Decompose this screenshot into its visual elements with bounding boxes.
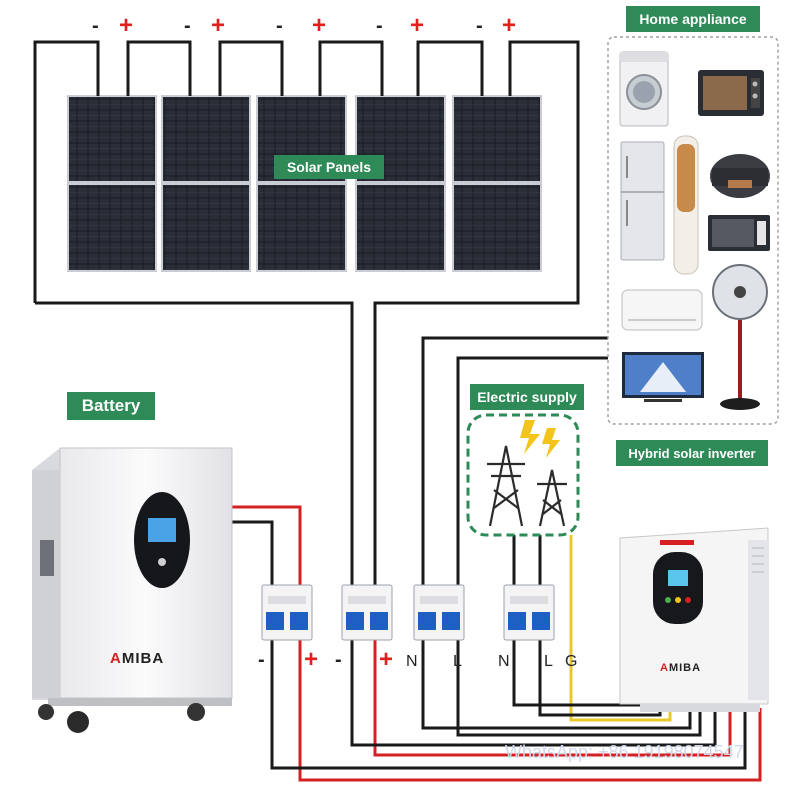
battery-screen (148, 518, 176, 542)
inverter-display-panel (653, 552, 703, 624)
battery-wheel (38, 704, 54, 720)
hybrid-inverter-label: Hybrid solar inverter (616, 440, 768, 466)
ac-input-line-terminal: L (544, 653, 553, 670)
stand-fan-icon (712, 264, 768, 410)
brand-accent-letter: A (660, 662, 669, 674)
inverter-brand-logo: AMIBA (660, 662, 701, 674)
panel-negative-mark: - (276, 15, 283, 37)
battery-wheel (67, 711, 89, 733)
ac-wiring (421, 336, 672, 722)
battery-unit (32, 447, 233, 733)
battery-wheel (187, 703, 205, 721)
ground-terminal: G (565, 653, 578, 670)
breaker-pv (341, 584, 393, 641)
solar-panels-label: Solar Panels (274, 155, 384, 179)
panel-negative-mark: - (184, 15, 191, 37)
battery-wiring (232, 505, 302, 585)
solar-panel (452, 95, 542, 272)
panel-wiring (33, 40, 580, 585)
pv-positive-terminal: + (379, 646, 394, 673)
whatsapp-watermark: WhatsApp: +86 19198074547 (505, 742, 744, 762)
refrigerator-icon (620, 141, 665, 261)
panel-positive-mark: + (119, 12, 134, 39)
brand-rest: MIBA (121, 650, 165, 667)
battery-brand-logo: AMIBA (110, 650, 164, 667)
inverter-wiring (270, 640, 762, 782)
microwave-icon (708, 215, 770, 251)
breaker-battery (261, 584, 313, 641)
power-tower-icon (487, 445, 567, 527)
washing-machine-icon (619, 51, 669, 127)
wall-air-conditioner-icon (621, 289, 703, 331)
panel-positive-mark: + (410, 12, 425, 39)
ac-input-neutral-terminal: N (498, 653, 510, 670)
panel-positive-mark: + (312, 12, 327, 39)
battery-label: Battery (67, 392, 155, 420)
panel-negative-mark: - (476, 15, 483, 37)
breaker-ac-output (413, 584, 465, 641)
breaker-ac-input (503, 584, 555, 641)
solar-panel (161, 95, 251, 272)
lightning-icon (520, 420, 560, 458)
air-conditioner-tower-icon (673, 135, 699, 275)
brand-rest: MIBA (668, 662, 702, 674)
inverter-screen (668, 570, 688, 586)
hybrid-inverter-unit (619, 527, 769, 712)
solar-panel-array (67, 95, 542, 272)
battery-positive-terminal: + (304, 646, 319, 673)
panel-negative-mark: - (376, 15, 383, 37)
brand-accent-letter: A (110, 650, 122, 667)
ac-output-neutral-terminal: N (406, 653, 418, 670)
solar-panel (67, 95, 157, 272)
battery-negative-terminal: - (258, 649, 265, 671)
oven-icon (698, 70, 764, 116)
home-appliance-label: Home appliance (626, 6, 760, 32)
pv-negative-terminal: - (335, 649, 342, 671)
rice-cooker-icon (710, 154, 770, 198)
circuit-breakers (261, 584, 555, 641)
solar-panel (355, 95, 446, 272)
electric-supply-label: Electric supply (470, 384, 584, 410)
solar-panel (256, 95, 347, 272)
television-icon (622, 352, 704, 402)
ac-output-line-terminal: L (453, 653, 462, 670)
panel-negative-mark: - (92, 15, 99, 37)
panel-positive-mark: + (502, 12, 517, 39)
panel-positive-mark: + (211, 12, 226, 39)
